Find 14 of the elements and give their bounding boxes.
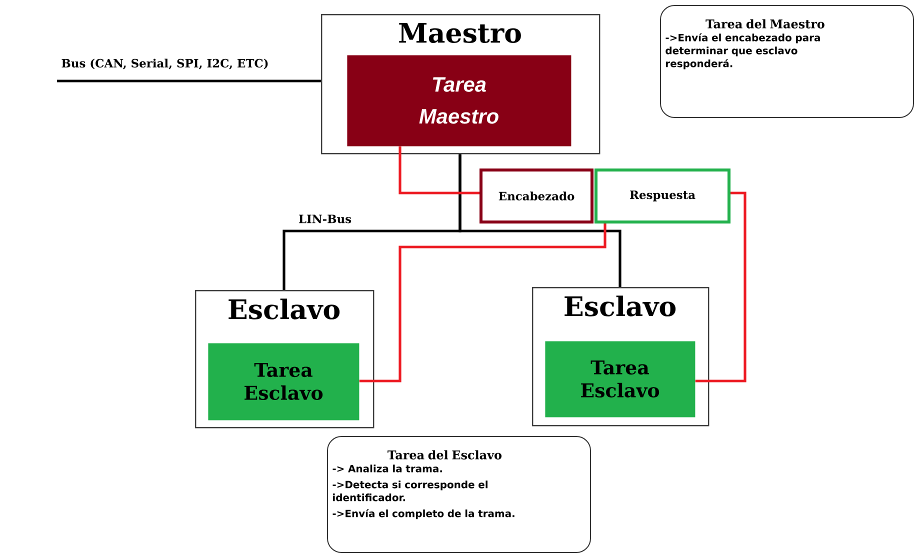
- frame-box: Respuesta: [594, 168, 730, 224]
- note-box: Tarea del Esclavo -> Analiza la trama. ->Detecta si corresponde el identificador. ->Envía el completo de la trama.: [327, 436, 591, 553]
- edge-label: Bus (CAN, Serial, SPI, I2C, ETC): [60, 58, 270, 70]
- connector-line: [398, 146, 480, 194]
- task-box: Tarea Esclavo: [545, 341, 696, 418]
- note-box: Tarea del Maestro ->Envía el encabezado para determinar que esclavo responderá.: [660, 5, 914, 118]
- connector-line: [458, 154, 622, 287]
- edge-label: LIN-Bus: [297, 214, 353, 224]
- task-box: Tarea Esclavo: [208, 343, 360, 420]
- frame-box: Encabezado: [480, 168, 594, 224]
- connector-line: [57, 80, 321, 82]
- connector-line: [695, 192, 746, 382]
- task-box: Tarea Maestro: [347, 55, 572, 146]
- connector-line: [359, 224, 606, 382]
